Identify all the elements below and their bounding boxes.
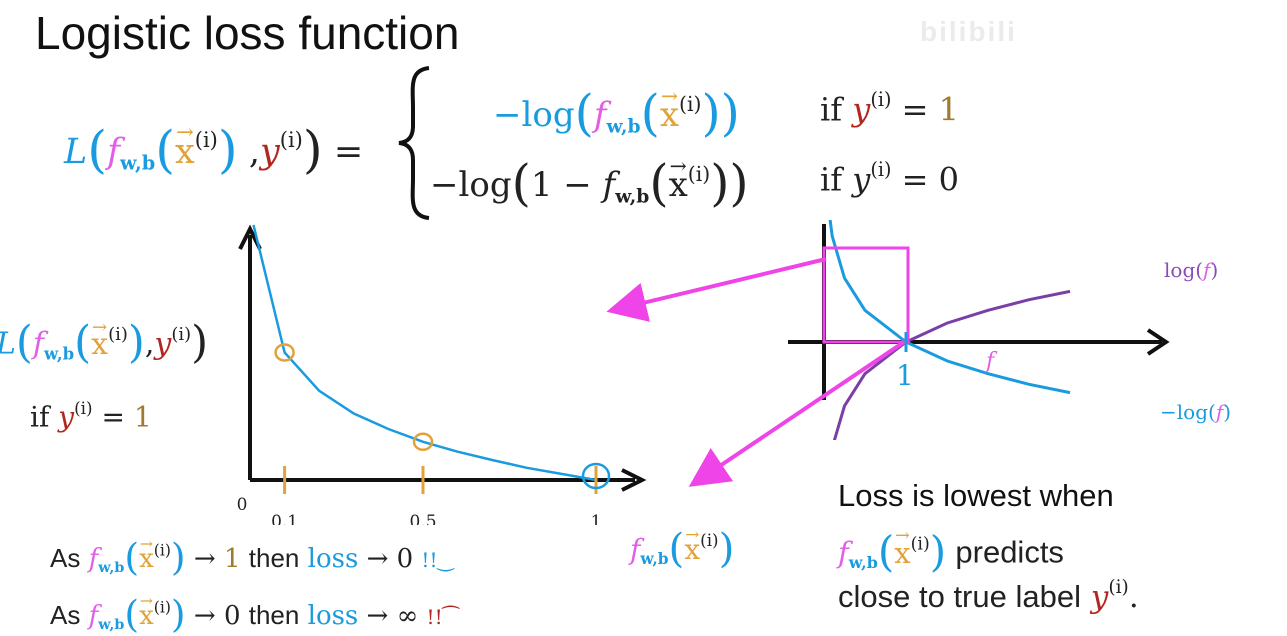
left-chart-ylabel: L(fw,b(x(i)),y(i)) (0, 317, 208, 368)
neg-log-f-label: −log(f) (1160, 400, 1232, 424)
arrow-to-ylabel (606, 257, 827, 322)
label-y: y (259, 131, 280, 172)
feature-vector-x: x (175, 120, 195, 172)
happy-face-icon: !!‿ (421, 547, 454, 572)
loss-formula-lhs: L(fw,b(x(i)) ,y(i)) = (64, 120, 363, 179)
arrow-to-xlabel (688, 340, 906, 487)
highlighted-point (581, 462, 611, 490)
note-line-2: As fw,b(x(i)) → 0 then loss → ∞ !!⁀ (50, 592, 459, 636)
x-axis-arrowhead (621, 468, 647, 492)
model-f: f (107, 131, 121, 172)
watermark-logo: bilibili (920, 16, 1017, 47)
x-tick-label: 0.1 (271, 512, 298, 525)
case-1-expression: −log(fw,b(x(i))) (493, 84, 740, 142)
right-x-axis-arrowhead (1146, 328, 1170, 356)
case-2-condition: if y(i) = 0 (820, 158, 959, 199)
case-2-expression: −log(1 − fw,b(x(i))) (430, 154, 749, 212)
callout-line-2: fw,b(x(i)) predicts (838, 526, 1064, 576)
sad-face-icon: !!⁀ (426, 604, 459, 629)
note-line-1: As fw,b(x(i)) → 1 then loss → 0 !!‿ (50, 535, 454, 579)
log-function-chart: 1 f (788, 220, 1170, 440)
slide-title: Logistic loss function (35, 7, 460, 59)
pink-arrows (606, 257, 906, 487)
case-1-condition: if y(i) = 1 (820, 88, 959, 129)
one-label: 1 (896, 359, 914, 392)
highlighted-point (274, 343, 295, 362)
x-tick-label: 1 (591, 512, 602, 525)
callout-line-1: Loss is lowest when (838, 478, 1114, 513)
piecewise-brace (398, 66, 430, 220)
highlighted-point (412, 432, 434, 451)
x-tick-label: 0.5 (409, 512, 436, 525)
loss-curve-chart: 0 0.1 0.5 1 (237, 224, 647, 525)
x-tick-label: 0 (237, 495, 248, 515)
left-chart-condition: if y(i) = 1 (30, 398, 152, 434)
x-axis-f-label: fw,b(x(i)) (630, 524, 734, 572)
loss-curve-line (252, 224, 597, 482)
callout-line-3: close to true label y(i). (838, 577, 1139, 615)
loss-symbol: L (64, 131, 88, 172)
f-label: f (984, 349, 998, 374)
log-f-label: log(f) (1164, 258, 1219, 282)
